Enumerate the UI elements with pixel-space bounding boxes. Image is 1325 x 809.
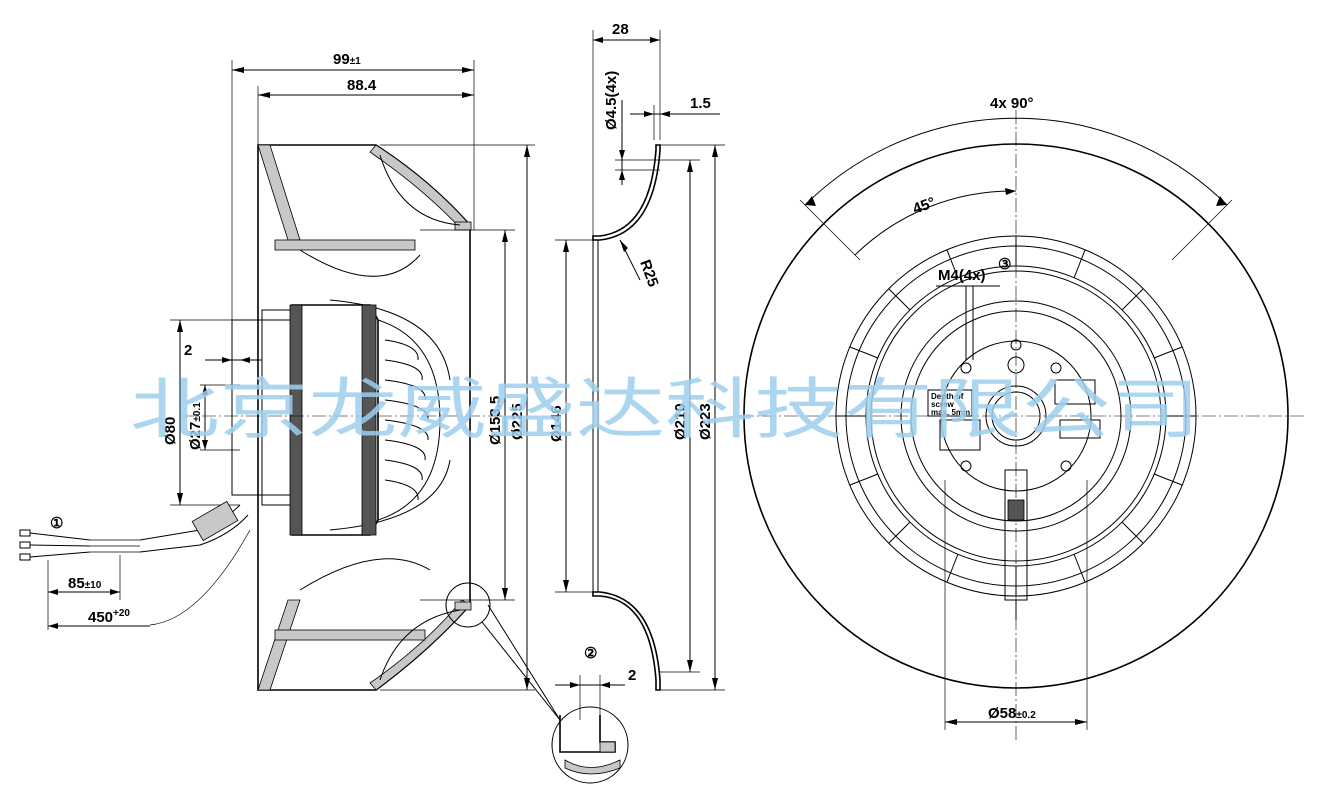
dim-angle-spacing: 4x 90°	[990, 95, 1034, 112]
note-line3: max. 5mm	[931, 408, 970, 417]
dim-dia-225: Ø225	[509, 403, 526, 440]
dim-cable-short: 85±10	[68, 575, 102, 592]
dim-cable-long: 450+20	[88, 608, 130, 626]
section-view: 28 Ø4.5(4x) 1.5 R25 Ø146 Ø210 Ø223 2 ②	[445, 21, 725, 784]
dim-flange-offset: 2	[184, 342, 192, 359]
dim-dia-210: Ø210	[672, 403, 689, 440]
note-line2: screw	[931, 400, 954, 409]
impeller-blades	[836, 236, 1196, 596]
dim-angle-45: 45°	[911, 194, 938, 218]
note-line1: Depth of	[931, 392, 964, 401]
dim-dia-146: Ø146	[548, 405, 565, 442]
dim-width-total: 99±1	[333, 51, 361, 68]
callout-2: ②	[584, 645, 597, 662]
dim-depth: 28	[612, 21, 629, 38]
dim-dia-223: Ø223	[697, 403, 714, 440]
dim-radius: R25	[636, 258, 661, 290]
company-watermark: 北京龙威盛达科技有限公司	[130, 371, 1200, 448]
dim-hole: Ø4.5(4x)	[603, 71, 620, 130]
motor-fins	[384, 339, 429, 501]
dim-dia-153-5: Ø153.5	[487, 396, 504, 445]
dim-width-body: 88.4	[347, 77, 377, 94]
front-view: 4x 90° 45° M4(4x) ③ Depth of screw max. …	[740, 95, 1305, 740]
callout-3: ③	[998, 256, 1011, 273]
callout-1: ①	[50, 515, 63, 532]
dim-lip: 1.5	[690, 95, 711, 112]
dim-thread: M4(4x)	[938, 267, 986, 284]
dim-dia-58: Ø58±0.2	[988, 705, 1036, 722]
dim-gap: 2	[628, 667, 636, 684]
dim-dia-80: Ø80	[162, 417, 179, 445]
side-view: 99±1 88.4 2 Ø80 Ø27±0.1 Ø153.5 Ø225 85±1…	[19, 51, 535, 691]
dim-dia-27: Ø27±0.1	[187, 402, 204, 450]
